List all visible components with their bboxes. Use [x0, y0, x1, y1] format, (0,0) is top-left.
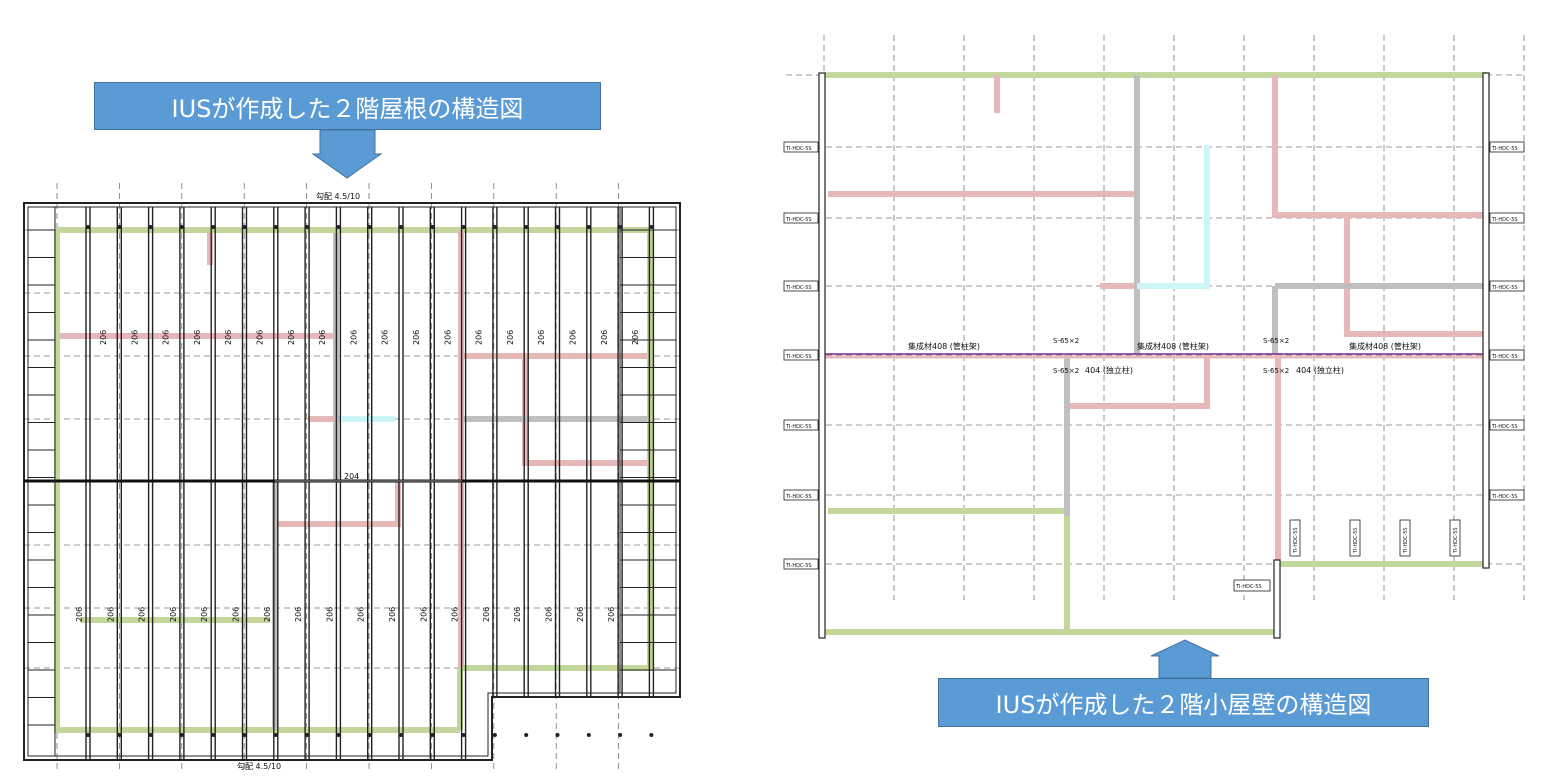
roof-structure-plan: 勾配 4.5/10 勾配 4.5/10 204 206 206 206 206 206 2…	[23, 183, 681, 771]
beam-label-1: 集成材408 (管柱架)	[908, 341, 980, 351]
rafter-label: 206	[381, 330, 390, 345]
rafter-label: 206	[99, 330, 108, 345]
hardware-tag: TI-HDC-5S	[785, 354, 812, 360]
up-arrow-icon	[1150, 639, 1220, 679]
rafter-label: 206	[256, 330, 265, 345]
rafter-label: 206	[607, 607, 616, 622]
rafter-label: 206	[200, 607, 209, 622]
rafter-label: 206	[287, 330, 296, 345]
rafter-label: 206	[545, 607, 554, 622]
rafter-label: 206	[576, 607, 585, 622]
hardware-tag: TI-HDC-5S	[785, 494, 812, 500]
hardware-tag: TI-HDC-5S	[1353, 527, 1359, 554]
rafter-label: 206	[162, 330, 171, 345]
rafter-label: 206	[631, 330, 640, 345]
hardware-label-4: S-65×2	[1263, 367, 1289, 375]
hardware-tag: TI-HDC-5S	[1235, 584, 1262, 590]
attic-wall-title: IUSが作成した２階小屋壁の構造図	[995, 691, 1372, 719]
hardware-tag: TI-HDC-5S	[1491, 146, 1518, 152]
rafter-label: 206	[419, 607, 428, 622]
rafter-label: 206	[318, 330, 327, 345]
rafter-label: 206	[506, 330, 515, 345]
down-arrow-icon	[311, 129, 383, 179]
attic-wall-title-callout: IUSが作成した２階小屋壁の構造図	[938, 678, 1429, 727]
hardware-tag: TI-HDC-5S	[1491, 424, 1518, 430]
rafter-label: 206	[193, 330, 202, 345]
hardware-tag: TI-HDC-5S	[1491, 217, 1518, 223]
rafter-label: 206	[443, 330, 452, 345]
rafter-label: 206	[169, 607, 178, 622]
hardware-tag: TI-HDC-5S	[785, 285, 812, 291]
roof-plan-title: IUSが作成した２階屋根の構造図	[171, 94, 524, 123]
hardware-label-3: S-65×2	[1263, 337, 1289, 345]
roof-pitch-bottom: 勾配 4.5/10	[237, 761, 281, 771]
rafter-label: 206	[482, 607, 491, 622]
rafter-label: 206	[600, 330, 609, 345]
rafter-label: 206	[451, 607, 460, 622]
hardware-tag: TI-HDC-5S	[1491, 285, 1518, 291]
rafter-label: 206	[263, 607, 272, 622]
rafter-label: 206	[475, 330, 484, 345]
hardware-tag: TI-HDC-5S	[1491, 494, 1518, 500]
hardware-tag: TI-HDC-5S	[785, 563, 812, 569]
rafter-label: 206	[388, 607, 397, 622]
hardware-tag: TI-HDC-5S	[1453, 527, 1459, 554]
hardware-tag: TI-HDC-5S	[785, 424, 812, 430]
rafter-label: 206	[232, 607, 241, 622]
post-label-2: 404 (独立柱)	[1296, 365, 1344, 375]
attic-wall-structure-plan: TI-HDC-5S TI-HDC-5S TI-HDC-5S TI-HDC-5S TI-H…	[783, 35, 1525, 639]
rafter-label: 206	[130, 330, 139, 345]
hardware-tag: TI-HDC-5S	[785, 146, 812, 152]
rafter-label: 206	[325, 607, 334, 622]
rafter-label: 206	[294, 607, 303, 622]
rafter-label: 206	[75, 607, 84, 622]
rafter-label: 206	[106, 607, 115, 622]
roof-pitch-top: 勾配 4.5/10	[316, 191, 360, 201]
rafter-label: 206	[513, 607, 522, 622]
hardware-label-1: S-65×2	[1053, 337, 1079, 345]
post-label-1: 404 (独立柱)	[1085, 365, 1133, 375]
rafter-label: 206	[138, 607, 147, 622]
rafter-label: 206	[569, 330, 578, 345]
rafter-label: 206	[412, 330, 421, 345]
beam-label-2: 集成材408 (管柱架)	[1137, 341, 1209, 351]
rafter-label: 206	[224, 330, 233, 345]
rafter-label: 206	[357, 607, 366, 622]
hardware-label-2: S-65×2	[1053, 367, 1079, 375]
hardware-tag: TI-HDC-5S	[1491, 354, 1518, 360]
beam-label-3: 集成材408 (管柱架)	[1349, 341, 1421, 351]
hardware-tag: TI-HDC-5S	[785, 217, 812, 223]
roof-beam-label: 204	[344, 472, 359, 481]
roof-plan-title-callout: IUSが作成した２階屋根の構造図	[94, 82, 601, 130]
rafter-label: 206	[349, 330, 358, 345]
hardware-tag: TI-HDC-5S	[1293, 527, 1299, 554]
hardware-tag: TI-HDC-5S	[1403, 527, 1409, 554]
rafter-label: 206	[537, 330, 546, 345]
